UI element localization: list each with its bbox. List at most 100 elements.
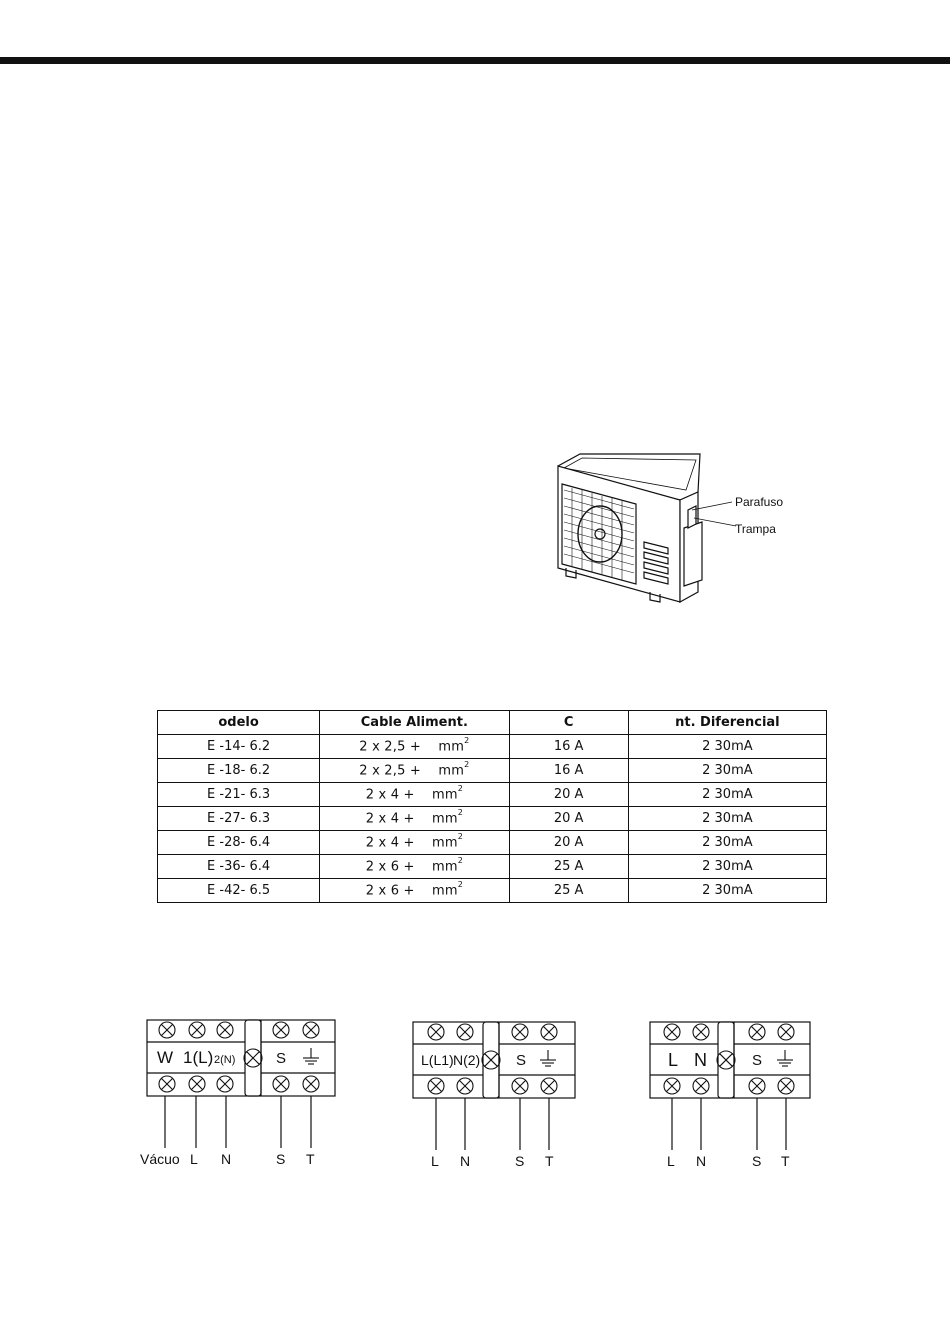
terminal-block-3: L N S <box>649 1021 811 1099</box>
cell-cable: 2 x 4 + mm2 <box>319 830 510 855</box>
screw-icon <box>216 1075 234 1093</box>
screw-icon <box>216 1021 234 1039</box>
top-rule <box>0 57 950 64</box>
table-row: E -14- 6.2 2 x 2,5 + mm2 16 A 2 30mA <box>156 734 828 759</box>
screw-callout-label: Parafuso <box>735 495 784 509</box>
cell-differential: 2 30mA <box>627 854 828 879</box>
terminal-block-1: W 1(L) 2(N) S <box>146 1019 336 1097</box>
terminal-label: S <box>752 1052 762 1069</box>
wire-label-s: S <box>515 1153 525 1169</box>
cell-cable: 2 x 6 + mm2 <box>319 878 510 903</box>
screw-icon <box>511 1023 529 1041</box>
wire-label-s: S <box>276 1151 286 1167</box>
cell-model: E -18- 6.2 <box>156 758 321 783</box>
table-row: E -18- 6.2 2 x 2,5 + mm2 16 A 2 30mA <box>156 758 828 783</box>
wire-label-t: T <box>306 1151 315 1167</box>
wire-label-vacuo: Vácuo <box>140 1151 180 1167</box>
screw-icon <box>456 1077 474 1095</box>
wire-label-t: T <box>545 1153 554 1169</box>
wire-label-s: S <box>752 1153 762 1169</box>
wire-label-l: L <box>431 1153 439 1169</box>
screw-icons <box>158 1021 320 1093</box>
screw-icon <box>777 1077 795 1095</box>
screw-icon <box>540 1023 558 1041</box>
table-row: E -21- 6.3 2 x 4 + mm2 20 A 2 30mA <box>156 782 828 807</box>
cell-model: E -36- 6.4 <box>156 854 321 879</box>
screw-icon <box>427 1023 445 1041</box>
table-row: E -28- 6.4 2 x 4 + mm2 20 A 2 30mA <box>156 830 828 855</box>
screw-icon <box>716 1050 736 1070</box>
screw-icon <box>540 1077 558 1095</box>
cell-breaker: 16 A <box>508 734 629 759</box>
header-cable: Cable Aliment. <box>319 710 510 735</box>
cover-callout-label: Trampa <box>735 522 776 536</box>
screw-icon <box>692 1077 710 1095</box>
screw-icon <box>272 1021 290 1039</box>
terminal-label: W <box>157 1048 173 1067</box>
cell-cable: 2 x 6 + mm2 <box>319 854 510 879</box>
screw-icon <box>663 1023 681 1041</box>
cell-breaker: 20 A <box>508 830 629 855</box>
header-model: odelo <box>156 710 321 735</box>
cell-model: E -14- 6.2 <box>156 734 321 759</box>
outdoor-unit-illustration <box>557 453 737 604</box>
wire-label-n: N <box>221 1151 232 1167</box>
screw-icon <box>748 1077 766 1095</box>
cell-breaker: 25 A <box>508 878 629 903</box>
screw-icon <box>272 1075 290 1093</box>
table-row: E -36- 6.4 2 x 6 + mm2 25 A 2 30mA <box>156 854 828 879</box>
cable-spec-table: odelo Cable Aliment. C nt. Diferencial E… <box>156 710 828 903</box>
terminal-label: L(L1) <box>421 1052 454 1068</box>
screw-icon <box>692 1023 710 1041</box>
header-differential: nt. Diferencial <box>627 710 828 735</box>
cell-differential: 2 30mA <box>627 782 828 807</box>
screw-icon <box>427 1077 445 1095</box>
cell-breaker: 20 A <box>508 806 629 831</box>
screw-icon <box>188 1021 206 1039</box>
screw-icon <box>748 1023 766 1041</box>
terminal-label: S <box>276 1050 286 1067</box>
cell-breaker: 16 A <box>508 758 629 783</box>
cell-differential: 2 30mA <box>627 830 828 855</box>
cell-differential: 2 30mA <box>627 878 828 903</box>
cell-breaker: 20 A <box>508 782 629 807</box>
screw-icon <box>243 1048 263 1068</box>
screw-icon <box>158 1021 176 1039</box>
terminal-label: 1(L) <box>183 1048 213 1067</box>
wire-label-t: T <box>781 1153 790 1169</box>
table-row: E -42- 6.5 2 x 6 + mm2 25 A 2 30mA <box>156 878 828 903</box>
cell-differential: 2 30mA <box>627 806 828 831</box>
table-header-row: odelo Cable Aliment. C nt. Diferencial <box>156 710 828 735</box>
ground-icon <box>303 1048 319 1065</box>
screw-icon <box>302 1075 320 1093</box>
cell-model: E -28- 6.4 <box>156 830 321 855</box>
ground-icon <box>540 1050 556 1067</box>
screw-icon <box>302 1021 320 1039</box>
header-breaker: C <box>508 710 629 735</box>
cell-cable: 2 x 4 + mm2 <box>319 806 510 831</box>
wire-label-l: L <box>667 1153 675 1169</box>
terminal-label: N <box>694 1050 707 1070</box>
cell-model: E -42- 6.5 <box>156 878 321 903</box>
wire-label-n: N <box>696 1153 707 1169</box>
cell-cable: 2 x 2,5 + mm2 <box>319 734 510 759</box>
terminal-label: L <box>668 1050 678 1070</box>
ground-icon <box>777 1050 793 1067</box>
cell-model: E -21- 6.3 <box>156 782 321 807</box>
screw-icons <box>663 1023 795 1095</box>
screw-icons <box>427 1023 558 1095</box>
wire-label-n: N <box>460 1153 471 1169</box>
terminal-label: S <box>516 1052 526 1069</box>
screw-icon <box>188 1075 206 1093</box>
cell-model: E -27- 6.3 <box>156 806 321 831</box>
cell-cable: 2 x 4 + mm2 <box>319 782 510 807</box>
screw-icon <box>511 1077 529 1095</box>
wires <box>164 1096 787 1150</box>
cell-differential: 2 30mA <box>627 734 828 759</box>
cell-breaker: 25 A <box>508 854 629 879</box>
screw-icon <box>777 1023 795 1041</box>
wire-label-l: L <box>190 1151 198 1167</box>
terminal-label: N(2) <box>453 1052 480 1068</box>
screw-icon <box>456 1023 474 1041</box>
cell-cable: 2 x 2,5 + mm2 <box>319 758 510 783</box>
